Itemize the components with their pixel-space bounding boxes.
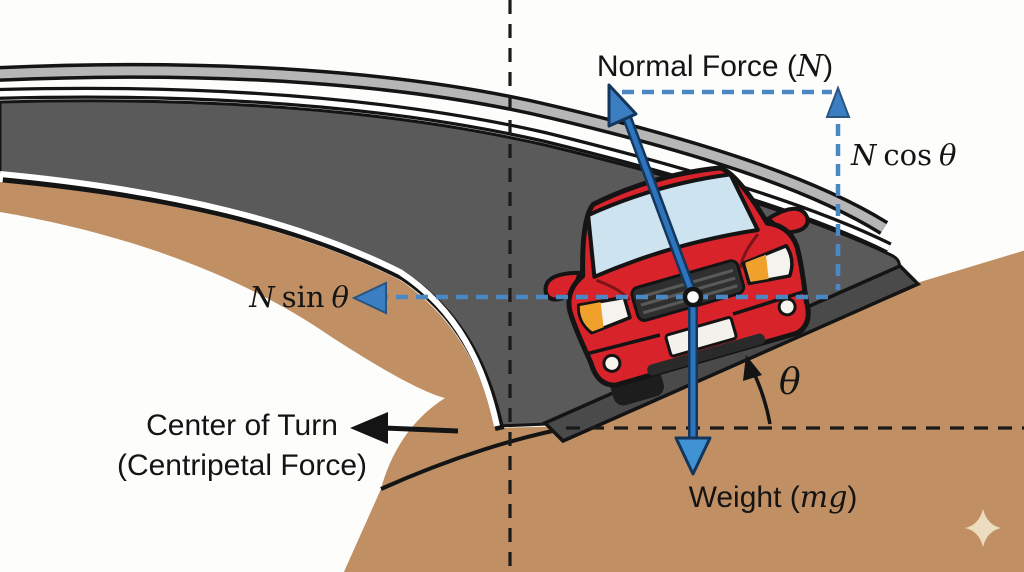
sparkle-icon bbox=[965, 509, 1001, 547]
normal-force-shaft bbox=[623, 114, 697, 299]
inner-lane-line bbox=[0, 171, 500, 427]
centripetal-arrowhead bbox=[350, 412, 388, 444]
guardrail bbox=[0, 66, 887, 232]
car-windshield bbox=[586, 172, 760, 279]
car-fog-light-left bbox=[602, 353, 622, 373]
n-cos-arrowhead bbox=[825, 85, 851, 118]
car-headlight-right-accent bbox=[745, 254, 769, 282]
center-of-turn-line1: Center of Turn bbox=[146, 409, 338, 442]
theta-symbol: θ bbox=[938, 138, 957, 172]
normal-force-symbol: N bbox=[796, 49, 824, 84]
weight-label: Weight (mg) bbox=[688, 480, 858, 516]
normal-force-label: Normal Force (N) bbox=[596, 49, 834, 85]
n-symbol: N bbox=[851, 138, 877, 172]
center-of-turn-line2: (Centripetal Force) bbox=[116, 448, 368, 482]
mg-symbol: mg bbox=[799, 480, 848, 515]
car-bumper-seam-right bbox=[732, 290, 805, 316]
weight-arrowhead bbox=[674, 436, 712, 476]
force-origin-dot bbox=[682, 286, 704, 308]
car bbox=[543, 165, 811, 406]
weight-label-close: ) bbox=[847, 481, 858, 514]
normal-force-label-text: Normal Force ( bbox=[596, 50, 797, 83]
weight-label-text: Weight ( bbox=[688, 481, 800, 514]
centripetal-arrow-shaft bbox=[383, 425, 459, 434]
n-symbol: N bbox=[249, 280, 275, 314]
sin-operator: sin bbox=[281, 280, 325, 314]
ground-embankment bbox=[343, 250, 1024, 572]
bank-angle-arrowhead bbox=[743, 355, 762, 381]
car-headlight-left-accent bbox=[579, 302, 604, 332]
car-bumper-seam-left bbox=[587, 333, 661, 356]
theta-symbol: θ bbox=[331, 280, 349, 314]
bank-angle-label: θ bbox=[779, 362, 801, 403]
center-of-turn-label: Center of Turn (Centripetal Force) bbox=[117, 406, 367, 485]
inner-shoulder-band bbox=[0, 182, 575, 489]
n-sin-arrowhead bbox=[351, 281, 387, 315]
car-hood-crease-right bbox=[739, 233, 760, 269]
normal-force-arrowhead bbox=[607, 83, 638, 128]
normal-force-label-close: ) bbox=[823, 50, 834, 83]
car-bumper-intake bbox=[647, 333, 766, 376]
cos-operator: cos bbox=[883, 138, 932, 172]
